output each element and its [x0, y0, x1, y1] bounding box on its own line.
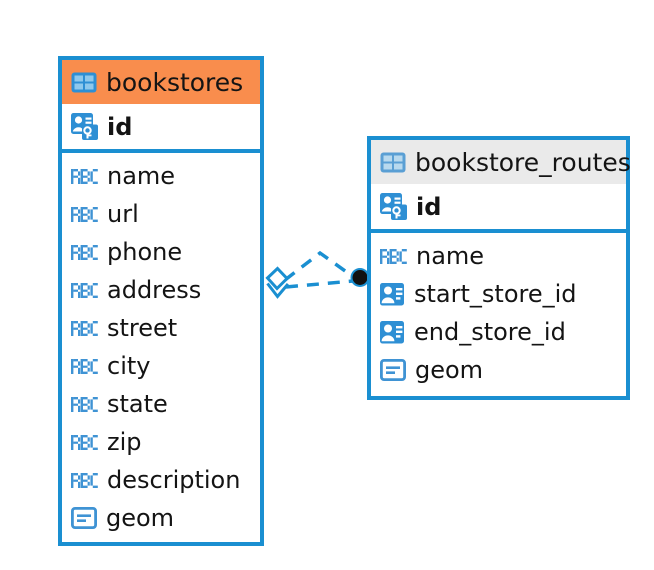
abc-text-icon: [71, 396, 98, 412]
table-icon: [71, 72, 97, 93]
field-row-bookstores-description[interactable]: description: [62, 461, 260, 499]
entity-bookstore-routes-field-list: name start_store_id: [371, 233, 626, 396]
primary-key-icon: [380, 193, 407, 220]
field-label-bookstores-name: name: [107, 162, 176, 190]
entity-bookstores-key-section: id: [62, 104, 260, 153]
abc-text-icon: [71, 434, 98, 450]
field-row-bookstores-url[interactable]: url: [62, 195, 260, 233]
field-label-bookstore-routes-start-store-id: start_store_id: [414, 280, 577, 308]
abc-text-icon: [71, 320, 98, 336]
abc-text-icon: [71, 168, 98, 184]
geometry-icon: [70, 506, 98, 530]
field-row-bookstores-zip[interactable]: zip: [62, 423, 260, 461]
entity-bookstores-title: bookstores: [106, 67, 244, 97]
diamond-crowsfoot-marker: [265, 266, 290, 299]
entity-bookstore-routes-key-section: id: [371, 184, 626, 233]
field-label-bookstores-address: address: [107, 276, 202, 304]
relationship-line-upper: [283, 250, 357, 282]
field-label-bookstores-street: street: [107, 314, 178, 342]
field-row-bookstores-phone[interactable]: phone: [62, 233, 260, 271]
field-label-bookstores-url: url: [107, 200, 139, 228]
field-label-bookstore-routes-geom: geom: [415, 356, 484, 384]
foreign-key-icon: [380, 320, 405, 344]
field-label-bookstore-routes-end-store-id: end_store_id: [414, 318, 566, 346]
entity-bookstores-header: bookstores: [62, 60, 260, 104]
field-label-bookstore-routes-id: id: [416, 192, 442, 221]
field-label-bookstores-geom: geom: [106, 504, 175, 532]
entity-bookstore-routes[interactable]: bookstore_routes: [367, 136, 631, 400]
field-label-bookstores-phone: phone: [107, 238, 183, 266]
primary-key-icon: [71, 113, 98, 140]
field-row-bookstores-city[interactable]: city: [62, 347, 260, 385]
abc-text-icon: [380, 248, 407, 264]
entity-bookstore-routes-header: bookstore_routes: [371, 140, 631, 184]
abc-text-icon: [71, 282, 98, 298]
abc-text-icon: [71, 244, 98, 260]
field-label-bookstore-routes-name: name: [416, 242, 485, 270]
field-row-bookstore-routes-name[interactable]: name: [371, 237, 626, 275]
field-row-bookstore-routes-geom[interactable]: geom: [371, 351, 626, 389]
entity-bookstores-field-list: name: [62, 153, 260, 542]
field-row-bookstores-geom[interactable]: geom: [62, 499, 260, 537]
field-row-bookstore-routes-id[interactable]: id: [371, 184, 626, 229]
abc-text-icon: [71, 206, 98, 222]
field-row-bookstores-street[interactable]: street: [62, 309, 260, 347]
field-label-bookstores-state: state: [107, 390, 168, 418]
field-row-bookstores-address[interactable]: address: [62, 271, 260, 309]
field-row-bookstores-state[interactable]: state: [62, 385, 260, 423]
field-row-bookstores-name[interactable]: name: [62, 157, 260, 195]
field-label-bookstores-city: city: [107, 352, 151, 380]
field-row-bookstores-id[interactable]: id: [62, 104, 260, 149]
field-row-bookstore-routes-end-store-id[interactable]: end_store_id: [371, 313, 626, 351]
geometry-icon: [379, 358, 407, 382]
entity-bookstores[interactable]: bookstores: [58, 56, 264, 546]
field-label-bookstores-description: description: [107, 466, 241, 494]
field-label-bookstores-zip: zip: [107, 428, 142, 456]
relationship-line-lower: [285, 279, 354, 289]
foreign-key-icon: [380, 282, 405, 306]
field-label-bookstores-id: id: [107, 112, 133, 141]
table-icon: [380, 152, 406, 173]
field-row-bookstore-routes-start-store-id[interactable]: start_store_id: [371, 275, 626, 313]
abc-text-icon: [71, 472, 98, 488]
entity-bookstore-routes-title: bookstore_routes: [415, 147, 631, 177]
abc-text-icon: [71, 358, 98, 374]
